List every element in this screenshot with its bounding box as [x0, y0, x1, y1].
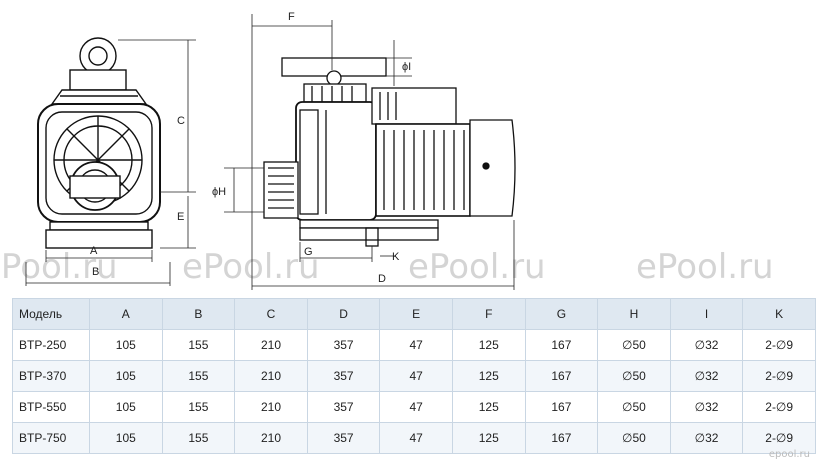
table-cell: 167	[524, 329, 599, 361]
dimension-label-b: B	[92, 266, 99, 278]
table-cell: 47	[379, 329, 453, 361]
table-cell: 105	[89, 329, 163, 361]
table-cell: 155	[161, 329, 236, 361]
dimension-label-c: C	[177, 115, 185, 127]
table-cell: 2-∅9	[742, 329, 816, 361]
column-header: Модель	[12, 298, 90, 330]
column-header: K	[742, 298, 816, 330]
table-cell: 2-∅9	[742, 360, 816, 392]
table-cell: 125	[451, 422, 526, 454]
pump-technical-drawing: ePool.ru ePool.ru ePool.ru ePool.ru	[0, 11, 774, 290]
table-cell: 357	[306, 422, 381, 454]
footer-logo: epool.ru	[768, 449, 810, 460]
column-header: G	[524, 298, 599, 330]
table-cell: ∅32	[669, 422, 744, 454]
front-dimension-lines	[25, 39, 196, 286]
table-row: BTP-550 105 155 210 357 47 125 167 ∅50 ∅…	[12, 391, 816, 423]
table-cell: 47	[379, 391, 453, 423]
table-cell: 210	[234, 360, 308, 392]
table-row: BTP-750 105 155 210 357 47 125 167 ∅50 ∅…	[12, 422, 816, 454]
side-dimension-lines	[224, 14, 515, 290]
table-cell: 357	[306, 391, 381, 423]
table-cell: 125	[451, 329, 526, 361]
watermark-text: ePool.ru	[182, 247, 320, 287]
table-cell: 357	[306, 360, 381, 392]
table-cell: ∅50	[597, 391, 671, 423]
column-header: I	[669, 298, 744, 330]
table-cell: 210	[234, 329, 308, 361]
table-header-row: Модель A B C D E F G H I K	[12, 298, 816, 330]
table-cell: 2-∅9	[742, 422, 816, 454]
table-cell: ∅50	[597, 422, 671, 454]
table-cell: 125	[451, 391, 526, 423]
table-cell: 155	[161, 391, 236, 423]
column-header: E	[379, 298, 453, 330]
column-header: C	[234, 298, 308, 330]
table-cell: 357	[306, 329, 381, 361]
pump-side-view	[263, 57, 516, 247]
table-cell: 47	[379, 422, 453, 454]
table-cell: BTP-550	[12, 391, 90, 423]
dimension-label-h: ϕH	[212, 186, 226, 198]
table-cell: 105	[89, 422, 163, 454]
table-cell: ∅32	[669, 329, 744, 361]
table-cell: 167	[524, 360, 599, 392]
table-cell: 210	[234, 391, 308, 423]
table-cell: 155	[161, 422, 236, 454]
dimensions-table: Модель A B C D E F G H I K BTP-250 105 1…	[12, 298, 816, 454]
dimension-label-i: ϕI	[402, 61, 411, 73]
table-cell: ∅32	[669, 391, 744, 423]
table-cell: 210	[234, 422, 308, 454]
table-cell: BTP-250	[12, 329, 90, 361]
column-header: H	[597, 298, 671, 330]
watermark-text: ePool.ru	[408, 247, 546, 287]
column-header: D	[306, 298, 381, 330]
column-header: B	[161, 298, 236, 330]
column-header: F	[451, 298, 526, 330]
table-row: BTP-370 105 155 210 357 47 125 167 ∅50 ∅…	[12, 360, 816, 392]
table-cell: 105	[89, 360, 163, 392]
table-cell: 2-∅9	[742, 391, 816, 423]
table-cell: 47	[379, 360, 453, 392]
pump-front-view	[37, 37, 161, 249]
table-cell: ∅50	[597, 360, 671, 392]
table-cell: ∅32	[669, 360, 744, 392]
dimension-label-e: E	[177, 211, 184, 223]
table-cell: 167	[524, 391, 599, 423]
table-cell: 105	[89, 391, 163, 423]
dimension-label-a: A	[90, 245, 98, 257]
column-header: A	[89, 298, 163, 330]
table-cell: BTP-370	[12, 360, 90, 392]
dimension-label-d: D	[378, 273, 386, 285]
table-cell: ∅50	[597, 329, 671, 361]
watermark-text: ePool.ru	[636, 247, 774, 287]
watermark-text: ePool.ru	[0, 247, 118, 287]
table-cell: 125	[451, 360, 526, 392]
table-cell: BTP-750	[12, 422, 90, 454]
table-cell: 155	[161, 360, 236, 392]
table-cell: 167	[524, 422, 599, 454]
table-row: BTP-250 105 155 210 357 47 125 167 ∅50 ∅…	[12, 329, 816, 361]
dimension-label-g: G	[304, 246, 313, 258]
dimension-label-f: F	[288, 11, 295, 23]
dimension-label-k: K	[392, 251, 400, 263]
